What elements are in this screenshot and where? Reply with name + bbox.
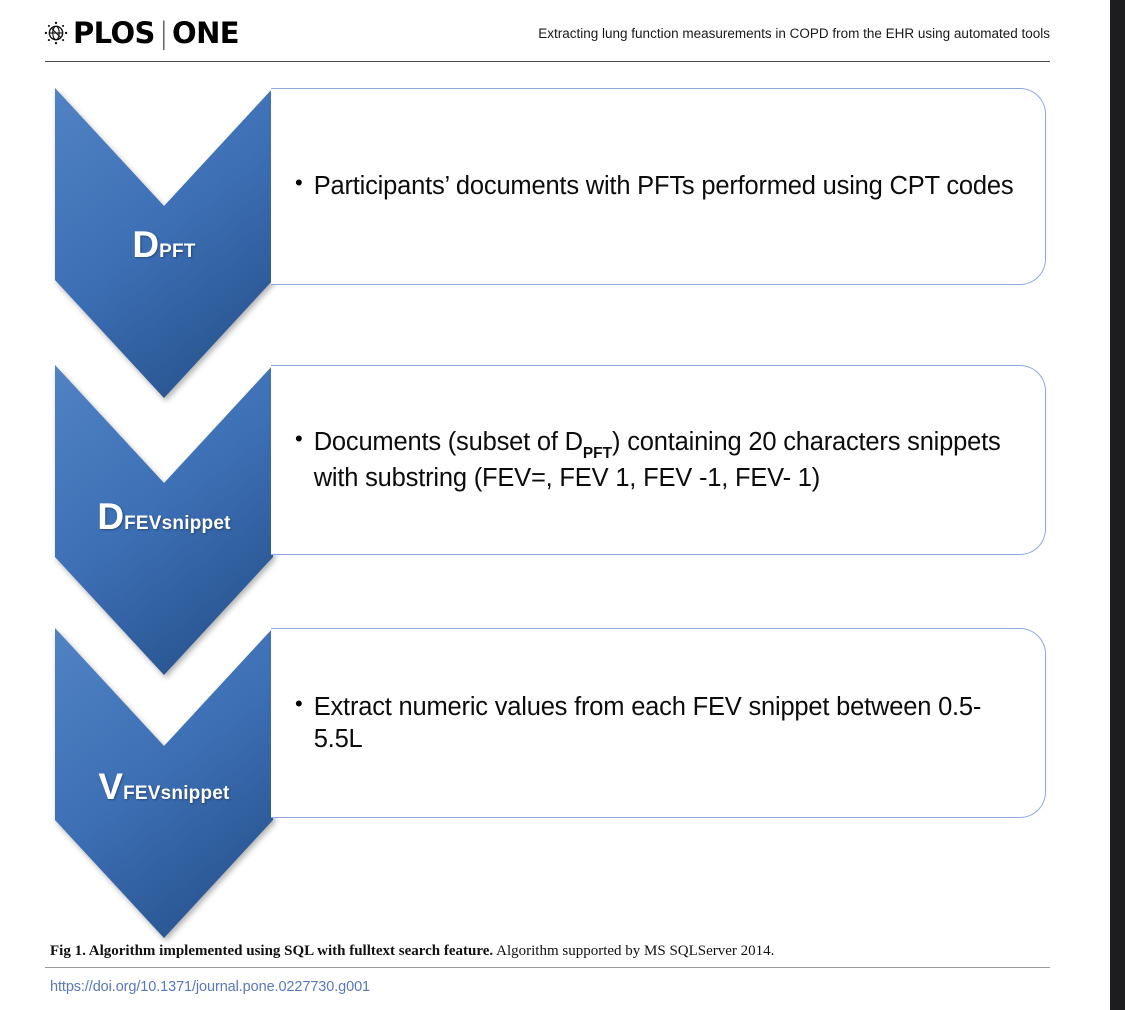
doi-link[interactable]: https://doi.org/10.1371/journal.pone.022… — [50, 979, 371, 995]
bullet-marker-icon: • — [295, 426, 303, 452]
algorithm-flow-diagram: DPFT • Participants’ documents with PFTs… — [0, 88, 1110, 938]
plos-globe-icon — [44, 21, 68, 45]
journal-header: PLOS | ONE Extracting lung function meas… — [0, 8, 1110, 62]
running-title: Extracting lung function measurements in… — [538, 26, 1050, 41]
bullet-marker-icon: • — [295, 690, 303, 716]
wordmark-plos: PLOS — [73, 15, 155, 50]
bullet-row-2: • Documents (subset of DPFT) containing … — [271, 426, 1045, 493]
bullet-row-3: • Extract numeric values from each FEV s… — [271, 691, 1045, 755]
bullet-row-1: • Participants’ documents with PFTs perf… — [271, 170, 1045, 202]
caption-divider — [45, 967, 1050, 968]
flow-panel-3-text: Extract numeric values from each FEV sni… — [313, 692, 982, 753]
flow-panel-2-text: Documents (subset of DPFT) containing 20… — [313, 428, 1001, 492]
chevron-arrow-2 — [55, 365, 273, 675]
plos-one-wordmark: PLOS | ONE — [73, 15, 240, 50]
wordmark-divider: | — [158, 15, 169, 50]
viewport-right-gutter — [1110, 0, 1125, 1010]
flow-stage-2: DFEVsnippet • Documents (subset of DPFT)… — [0, 365, 1110, 675]
flow-stage-3: VFEVsnippet • Extract numeric values fro… — [0, 628, 1110, 938]
flow-stage-1: DPFT • Participants’ documents with PFTs… — [0, 88, 1110, 398]
figure-caption-title: Fig 1. Algorithm implemented using SQL w… — [50, 943, 494, 959]
header-divider — [45, 61, 1050, 62]
figure-caption-detail: Algorithm supported by MS SQLServer 2014… — [493, 943, 775, 959]
wordmark-one: ONE — [172, 15, 240, 50]
chevron-arrow-1 — [55, 88, 273, 398]
bullet-marker-icon: • — [295, 170, 303, 196]
chevron-arrow-3 — [55, 628, 273, 938]
flow-panel-1: • Participants’ documents with PFTs perf… — [271, 88, 1046, 285]
flow-panel-1-text: Participants’ documents with PFTs perfor… — [313, 172, 1014, 201]
figure-caption: Fig 1. Algorithm implemented using SQL w… — [50, 942, 1050, 961]
flow-panel-3: • Extract numeric values from each FEV s… — [271, 628, 1046, 818]
plos-one-logo: PLOS | ONE — [42, 15, 240, 50]
flow-panel-2: • Documents (subset of DPFT) containing … — [271, 365, 1046, 555]
